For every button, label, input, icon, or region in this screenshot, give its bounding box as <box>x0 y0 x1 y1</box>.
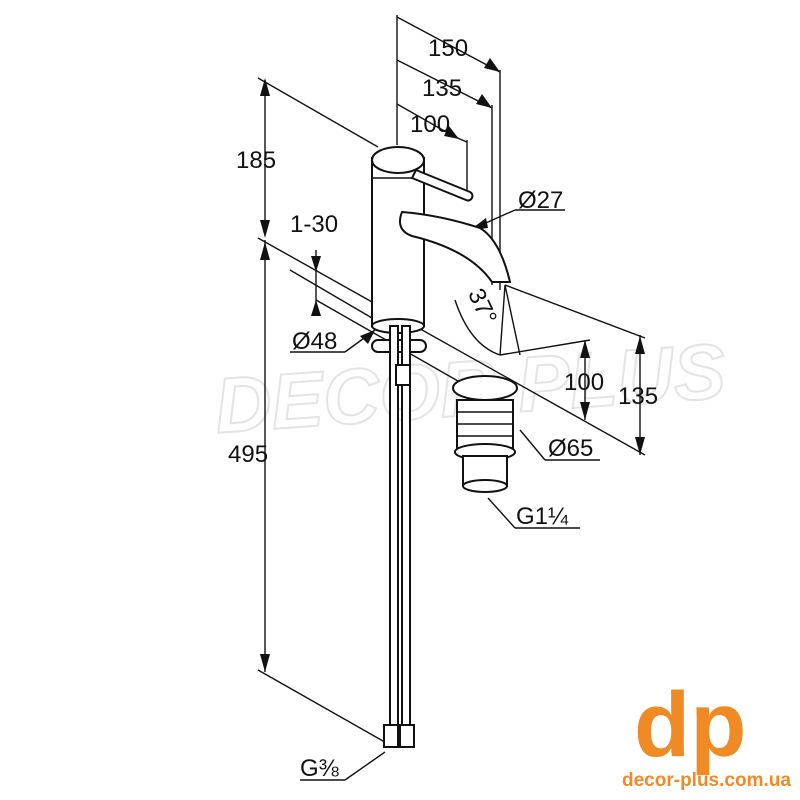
dim-150: 150 <box>428 35 468 62</box>
dim-base-diameter: Ø48 <box>292 328 337 355</box>
dimension-lines <box>257 15 646 781</box>
spout <box>399 210 512 283</box>
faucet-body <box>371 146 512 353</box>
supply-hoses <box>383 325 415 748</box>
dim-185: 185 <box>236 147 276 174</box>
dim-drain-diameter: Ø65 <box>548 435 593 462</box>
dim-hose-thread: G⅜ <box>300 755 340 782</box>
logo-url: decor-plus.com.ua <box>622 770 791 791</box>
dim-1-30: 1-30 <box>290 211 338 238</box>
dim-spout-diameter: Ø27 <box>518 187 563 214</box>
dim-100-height: 100 <box>564 369 604 396</box>
drain-plug <box>452 375 518 493</box>
dim-135-height: 135 <box>618 383 658 410</box>
dim-100-lever: 100 <box>410 111 450 138</box>
dim-drain-thread: G1¼ <box>516 503 569 530</box>
dim-135-width: 135 <box>422 75 462 102</box>
dim-spout-angle: 37° <box>462 284 502 328</box>
logo-mark: dp <box>634 674 746 776</box>
lever-handle <box>410 168 474 202</box>
dim-495: 495 <box>228 441 268 468</box>
